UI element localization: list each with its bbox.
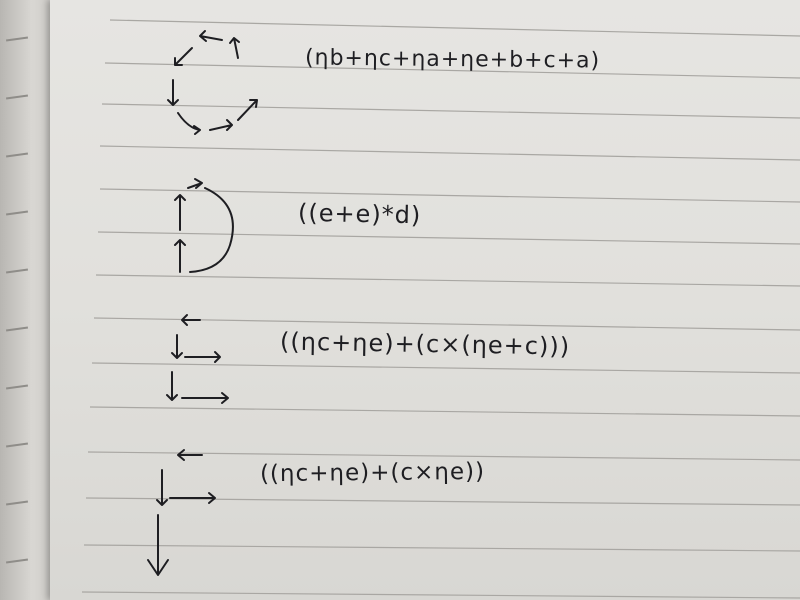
- expression-4: ((ηc+ηe)+(c×ηe)): [259, 458, 486, 488]
- expression-2: ((e+e)*d): [297, 198, 422, 230]
- expression-1: (ηb+ηc+ηa+ηe+b+c+a): [304, 45, 601, 74]
- step-arrows-icon: [166, 314, 229, 404]
- cycle-arrows-icon: [167, 30, 258, 135]
- ruled-lines: [81, 19, 800, 599]
- notebook-spine: [0, 0, 58, 600]
- diagrams: [147, 30, 258, 576]
- step-arrows-icon: [147, 449, 216, 576]
- loop-arrows-icon: [174, 178, 234, 273]
- expression-3: ((ηc+ηe)+(c×(ηe+c))): [279, 327, 571, 361]
- notebook-page: (ηb+ηc+ηa+ηe+b+c+a) ((e+e)*d) ((ηc+ηe)+(…: [50, 0, 800, 600]
